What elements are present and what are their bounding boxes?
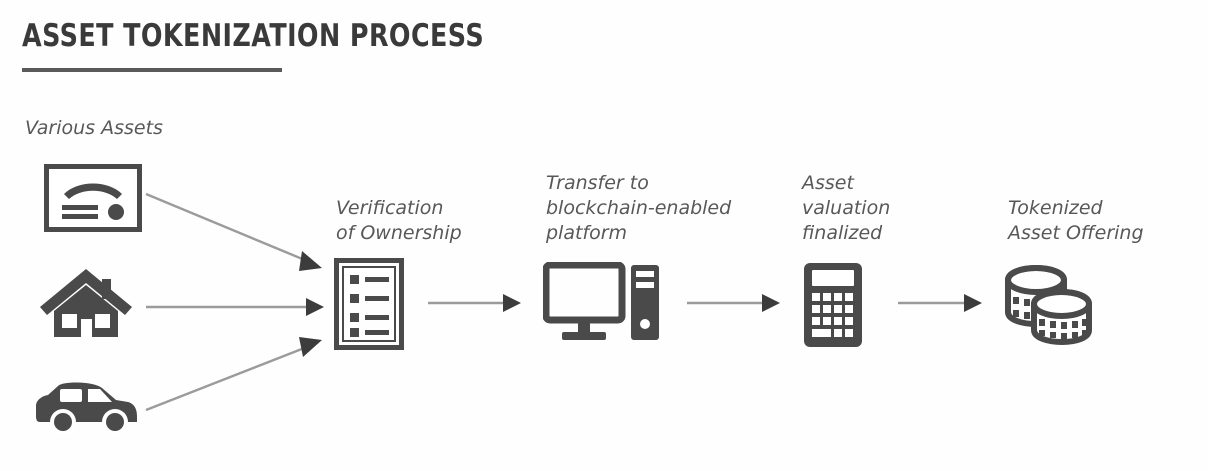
calculator-icon xyxy=(803,262,863,348)
certificate-icon xyxy=(44,164,142,232)
connector-certificate-to-verification xyxy=(145,192,322,271)
step-label-offering: Tokenized Asset Offering xyxy=(1008,197,1144,244)
title-underline-rule xyxy=(22,68,282,72)
connector-house-to-verification xyxy=(146,298,324,316)
connector-car-to-verification xyxy=(145,337,322,412)
car-icon xyxy=(36,378,138,436)
clipboard-checklist-icon xyxy=(334,258,404,350)
coin-stack-icon xyxy=(1000,264,1092,346)
desktop-computer-icon xyxy=(543,262,661,346)
house-icon xyxy=(40,267,132,337)
various-assets-label: Various Assets xyxy=(25,117,163,139)
step-label-transfer: Transfer to blockchain-enabled platform xyxy=(546,172,732,244)
connector-verification-to-transfer xyxy=(428,294,521,312)
page-title: ASSET TOKENIZATION PROCESS xyxy=(22,18,485,54)
connector-transfer-to-valuation xyxy=(687,294,780,312)
step-label-valuation: Asset valuation finalized xyxy=(802,172,891,244)
step-label-verification: Verification of Ownership xyxy=(336,197,462,244)
connector-valuation-to-offering xyxy=(898,294,982,312)
